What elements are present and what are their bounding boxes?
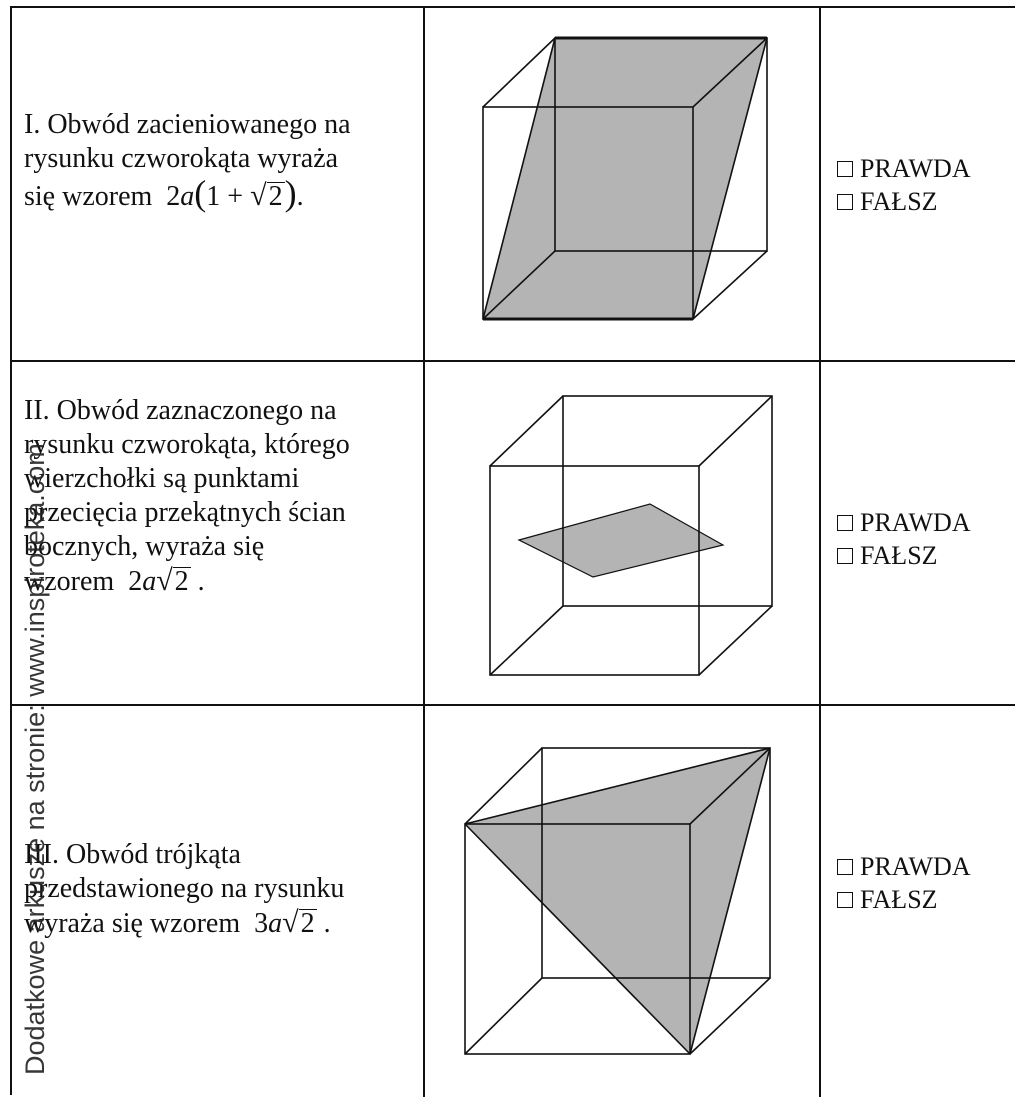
checkbox-true[interactable] (837, 160, 853, 177)
table-row: III. Obwód trójkąta przedstawionego na r… (12, 706, 1015, 1097)
checkbox-true[interactable] (837, 514, 853, 531)
choice-false[interactable]: FAŁSZ (837, 185, 971, 218)
table-row: I. Obwód zacieniowanego na rysunku czwor… (12, 8, 1015, 362)
cube-edges (464, 747, 771, 1055)
answer-choices: PRAWDA FAŁSZ (837, 152, 971, 218)
statement-line: przedstawionego na rysunku (24, 873, 345, 904)
statement-line: II. Obwód zaznaczonego na (24, 395, 337, 426)
checkbox-false[interactable] (837, 547, 853, 564)
answer-cell: PRAWDA FAŁSZ (821, 362, 1015, 704)
statement-line-formula: wyraża się wzorem 3a√2 . (24, 906, 331, 939)
statement-line: rysunku czworokąta, którego (24, 429, 350, 460)
figure-cell (425, 8, 821, 360)
cube-edges (489, 395, 773, 676)
checkbox-false[interactable] (837, 891, 853, 908)
statement-line: I. Obwód zacieniowanego na (24, 109, 351, 140)
statement-text: I. Obwód zacieniowanego na rysunku czwor… (24, 108, 417, 214)
table-row: II. Obwód zaznaczonego na rysunku czworo… (12, 362, 1015, 706)
statement-cell: I. Obwód zacieniowanego na rysunku czwor… (12, 8, 425, 360)
statement-line-formula: wzorem 2a√2 . (24, 564, 205, 597)
statement-text: II. Obwód zaznaczonego na rysunku czworo… (24, 394, 417, 599)
statement-line: III. Obwód trójkąta (24, 839, 241, 870)
answer-choices: PRAWDA FAŁSZ (837, 850, 971, 916)
cube-figure-2 (489, 395, 773, 676)
shaded-quadrilateral (517, 503, 725, 578)
answer-cell: PRAWDA FAŁSZ (821, 8, 1015, 360)
statement-line: rysunku czworokąta wyraża (24, 143, 339, 174)
answer-choices: PRAWDA FAŁSZ (837, 506, 971, 572)
statement-line-formula: się wzorem 2a(1 + √2). (24, 173, 304, 213)
statements-table: I. Obwód zacieniowanego na rysunku czwor… (10, 6, 1015, 1097)
choice-true[interactable]: PRAWDA (837, 152, 971, 185)
choice-true[interactable]: PRAWDA (837, 850, 971, 883)
figure-cell (425, 706, 821, 1097)
cube-figure-1 (482, 36, 768, 321)
checkbox-true[interactable] (837, 858, 853, 875)
shaded-quadrilateral (483, 38, 767, 319)
formula: 2a(1 + √2). (166, 173, 304, 213)
answer-cell: PRAWDA FAŁSZ (821, 706, 1015, 1097)
choice-true[interactable]: PRAWDA (837, 506, 971, 539)
checkbox-false[interactable] (837, 193, 853, 210)
statement-text: III. Obwód trójkąta przedstawionego na r… (24, 838, 417, 941)
formula: 2a√2 . (128, 564, 205, 597)
watermark-text: Dodatkowe arkusze na stronie: www.inspir… (20, 443, 50, 1075)
statement-cell: II. Obwód zaznaczonego na rysunku czworo… (12, 362, 425, 704)
choice-false[interactable]: FAŁSZ (837, 539, 971, 572)
figure-cell (425, 362, 821, 704)
formula: 3a√2 . (254, 906, 331, 939)
cube-figure-3 (464, 747, 771, 1055)
statement-line: przecięcia przekątnych ścian (24, 497, 346, 528)
choice-false[interactable]: FAŁSZ (837, 883, 971, 916)
statement-line: wierzchołki są punktami (24, 463, 300, 494)
statement-line: bocznych, wyraża się (24, 531, 265, 562)
statement-cell: III. Obwód trójkąta przedstawionego na r… (12, 706, 425, 1097)
